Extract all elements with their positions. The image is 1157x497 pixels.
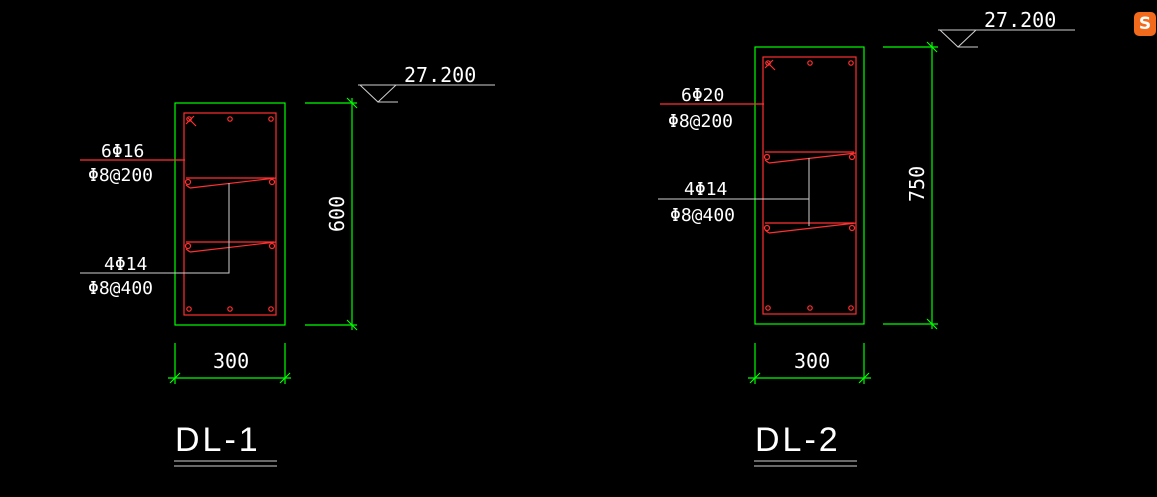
dl1-bottom-bar <box>227 306 233 312</box>
dl1-side-bar <box>184 178 192 186</box>
dl2-top-bars-text: 6Φ20 <box>681 85 724 106</box>
dl2-elevation-text: 27.200 <box>984 8 1056 32</box>
dl2-top-bar <box>765 60 771 66</box>
dl2-dim-tick <box>926 41 938 53</box>
dl1-top-bar <box>268 116 274 122</box>
dl1-elevation-text: 27.200 <box>404 63 476 87</box>
logo-letter: S <box>1138 14 1152 34</box>
dl2-top-bar <box>807 60 813 66</box>
dl2-side-bar <box>763 224 771 232</box>
dl2-stirrup-text: Φ8@200 <box>668 111 733 132</box>
dl1-dim-tick <box>346 97 358 109</box>
dl1-dim-tick <box>346 319 358 331</box>
dl2-title: DL-2 <box>755 421 841 459</box>
dl2-side-bars-text: 4Φ14 <box>684 179 727 200</box>
dl2-stirrup <box>762 56 857 315</box>
dl2-side-leader <box>658 158 810 200</box>
dl1-side-bars-text: 4Φ14 <box>104 254 147 275</box>
dl2-concrete-outline <box>754 46 865 325</box>
beam-section-dl2: 27.200 6Φ20 Φ8@200 4Φ14 Φ8@400 300 750 D… <box>658 8 1075 467</box>
dl2-side-bar <box>848 224 856 232</box>
dl1-side-bar <box>268 242 276 250</box>
dl1-bottom-bar <box>268 306 274 312</box>
dl2-bottom-bar <box>807 305 813 311</box>
dl2-dim-tick <box>926 318 938 330</box>
dl1-height-text: 600 <box>325 196 349 232</box>
dl1-side-leader <box>80 183 230 274</box>
dl1-concrete-outline <box>174 102 286 326</box>
dl1-side-bar <box>268 178 276 186</box>
dl1-tie-bar <box>185 177 277 189</box>
dl2-tie-bar <box>764 222 857 234</box>
dl2-width-text: 300 <box>794 349 830 373</box>
app-logo-icon: S <box>1134 12 1156 36</box>
dl1-tie-bar <box>185 241 277 253</box>
dl2-bottom-bar <box>765 305 771 311</box>
dl1-title: DL-1 <box>175 421 261 459</box>
dl1-dim-tick <box>169 372 181 384</box>
dl2-stirrup-hook <box>764 59 776 71</box>
dl2-height-text: 750 <box>905 166 929 202</box>
dl1-top-bar <box>227 116 233 122</box>
dl2-dim-tick <box>858 372 870 384</box>
dl2-side-bar <box>848 153 856 161</box>
dl1-top-bars-text: 6Φ16 <box>101 141 144 162</box>
dl2-side-bar <box>763 153 771 161</box>
dl1-width-text: 300 <box>213 349 249 373</box>
dl2-top-bar <box>848 60 854 66</box>
dl1-top-bar <box>186 116 192 122</box>
dl1-stirrup <box>183 112 277 316</box>
dl1-stirrup-hook <box>185 115 197 127</box>
dl1-elevation-symbol <box>359 84 398 103</box>
dl1-stirrup-text: Φ8@200 <box>88 165 153 186</box>
dl1-side-bar <box>184 242 192 250</box>
dl1-dim-tick <box>279 372 291 384</box>
dl2-tie-bar <box>764 151 857 164</box>
beam-section-dl1: 27.200 6Φ16 Φ8@200 4Φ14 Φ8@400 300 600 D… <box>80 63 495 467</box>
dl2-bottom-bar <box>848 305 854 311</box>
dl2-elevation-symbol <box>939 29 978 48</box>
dl1-tie-text: Φ8@400 <box>88 278 153 299</box>
dl2-tie-text: Φ8@400 <box>670 205 735 226</box>
dl2-dim-tick <box>749 372 761 384</box>
dl1-bottom-bar <box>186 306 192 312</box>
